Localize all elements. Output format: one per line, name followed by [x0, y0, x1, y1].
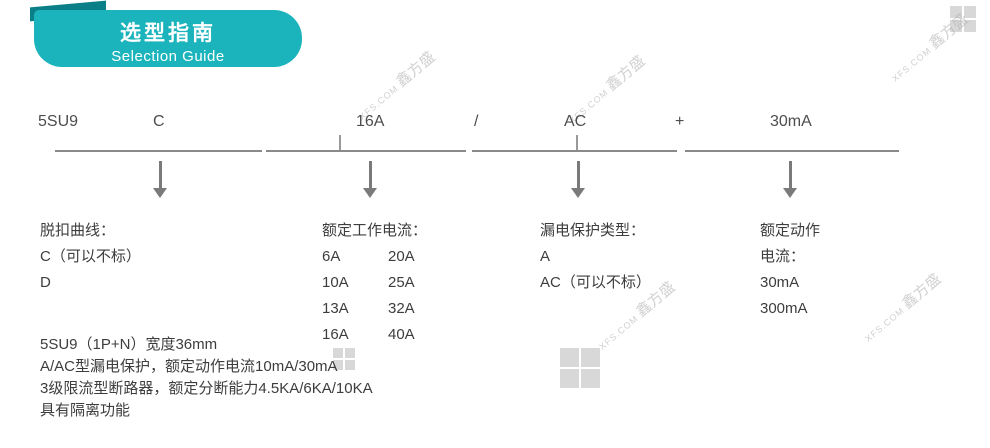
group-line: A	[540, 248, 551, 265]
model-part-curve: C	[153, 113, 165, 130]
segment-line-1	[55, 150, 262, 152]
model-part-sensitivity: 30mA	[770, 113, 812, 130]
segment-line-2	[266, 150, 466, 152]
current-cell: 6A	[322, 248, 341, 265]
group-title: 额定动作	[760, 222, 821, 239]
product-note: 具有隔离功能	[40, 402, 131, 419]
model-part-slash: /	[474, 113, 479, 130]
watermark-logo-icon	[560, 348, 600, 388]
banner-title: 选型指南	[120, 22, 216, 45]
group-line: 30mA	[760, 274, 800, 291]
group-title: 额定工作电流：	[322, 222, 428, 239]
product-note: 5SU9（1P+N）宽度36mm	[40, 336, 218, 353]
segment-tick	[339, 135, 341, 151]
down-arrow-icon	[153, 161, 167, 198]
current-cell: 40A	[388, 326, 415, 343]
current-cell: 16A	[322, 326, 349, 343]
current-cell: 25A	[388, 274, 415, 291]
current-cell: 20A	[388, 248, 415, 265]
group-line: D	[40, 274, 51, 291]
model-part-prefix: 5SU9	[38, 113, 79, 130]
banner-subtitle: Selection Guide	[111, 48, 225, 65]
current-cell: 10A	[322, 274, 349, 291]
down-arrow-icon	[783, 161, 797, 198]
segment-line-4	[685, 150, 899, 152]
model-part-plus: +	[675, 113, 685, 130]
group-line: C（可以不标）	[40, 248, 141, 265]
product-notes: 5SU9（1P+N）宽度36mm A/AC型漏电保护，额定动作电流10mA/30…	[40, 334, 373, 422]
watermark-logo-icon	[950, 6, 976, 32]
current-cell: 32A	[388, 300, 415, 317]
segment-line-3	[472, 150, 677, 152]
group-trip-curve: 脱扣曲线： C（可以不标） D	[40, 218, 141, 296]
group-operating-current: 额定动作 电流： 30mA 300mA	[760, 218, 820, 322]
segment-tick	[576, 135, 578, 151]
group-title: 脱扣曲线：	[40, 222, 116, 239]
product-note: A/AC型漏电保护，额定动作电流10mA/30mA	[40, 358, 338, 375]
down-arrow-icon	[571, 161, 585, 198]
product-note: 3级限流型断路器，额定分断能力4.5KA/6KA/10KA	[40, 380, 373, 397]
watermark-text: XFS.COM鑫方盛	[863, 270, 945, 344]
group-title: 漏电保护类型：	[540, 222, 646, 239]
selection-guide-banner: 选型指南 Selection Guide	[34, 10, 302, 67]
down-arrow-icon	[363, 161, 377, 198]
group-leakage-type: 漏电保护类型： A AC（可以不标）	[540, 218, 651, 296]
current-cell: 13A	[322, 300, 349, 317]
group-line: 300mA	[760, 300, 808, 317]
watermark-logo-icon	[333, 348, 355, 370]
model-part-current: 16A	[356, 113, 385, 130]
model-part-type: AC	[564, 113, 587, 130]
current-table: 6A 20A 10A 25A 13A 32A 16A 40A	[322, 244, 427, 348]
group-rated-current: 额定工作电流： 6A 20A 10A 25A 13A 32A 16A 40A	[322, 218, 427, 348]
group-line: AC（可以不标）	[540, 274, 651, 291]
group-title: 电流：	[760, 248, 806, 265]
